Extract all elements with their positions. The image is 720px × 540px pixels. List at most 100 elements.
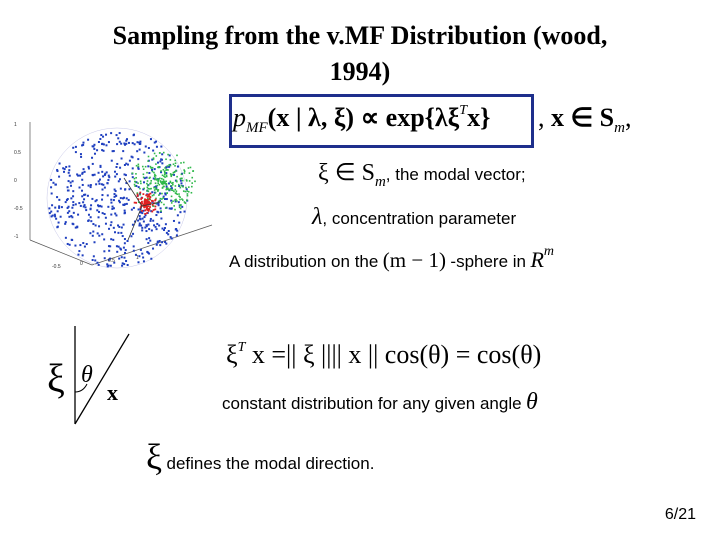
cosine-formula: ξT x =|| ξ |||| x || cos(θ) = cos(θ) [226,340,541,370]
scatter-point [123,163,126,166]
scatter-point [172,163,175,166]
scatter-point [69,181,72,184]
scatter-point [53,213,56,216]
scatter-point [176,214,179,217]
scatter-point [168,154,171,157]
scatter-point [128,180,131,183]
scatter-point [146,212,148,215]
scatter-point [123,173,126,176]
scatter-point [146,186,149,189]
scatter-point [56,210,59,213]
scatter-point [123,209,126,212]
scatter-point [161,153,164,156]
scatter-point [160,201,163,204]
scatter-point [131,167,134,170]
scatter-point [112,207,115,210]
scatter-point [180,177,182,180]
scatter-point [81,189,84,192]
scatter-point [143,216,146,219]
scatter-point [162,168,165,171]
scatter-point [180,162,182,164]
sphere-prefix: A distribution on the [229,252,379,271]
scatter-point [147,223,150,226]
scatter-point [149,182,152,185]
formula-x-close: x} [467,103,491,132]
scatter-point [143,181,146,184]
scatter-point [164,167,166,169]
scatter-point [166,168,168,171]
scatter-point [58,205,61,208]
left-tick-label: 0.5 [14,150,21,156]
scatter-point [144,212,146,215]
scatter-point [148,237,151,240]
scatter-point [140,202,142,205]
scatter-point [109,245,112,248]
scatter-point [153,189,156,191]
scatter-point [165,198,168,201]
scatter-point [68,243,71,246]
scatter-point [118,225,121,228]
scatter-point [155,243,158,246]
scatter-point [123,212,126,215]
scatter-point [146,182,148,185]
scatter-point [153,186,155,189]
scatter-point [145,199,148,202]
scatter-point [156,161,159,164]
scatter-point [176,175,178,178]
scatter-point [148,193,151,196]
sphere-R-m: m [543,244,555,259]
scatter-point [54,215,57,218]
angle-arc [74,383,88,393]
scatter-point [102,183,105,186]
scatter-point [165,188,168,191]
scatter-point [127,141,130,144]
scatter-point [72,201,75,204]
scatter-point [81,254,84,257]
scatter-point [155,185,158,188]
scatter-point [160,177,163,180]
scatter-point [98,210,101,213]
scatter-point [161,198,163,200]
scatter-point [59,215,62,218]
scatter-point [165,169,167,171]
scatter-point [165,166,168,169]
scatter-point [152,200,154,202]
scatter-point [164,207,167,209]
scatter-point [138,222,141,225]
scatter-point [165,185,168,188]
scatter-point [143,151,146,154]
scatter-point [118,201,121,204]
scatter-point [166,165,169,167]
scatter-point [186,180,188,182]
scatter-point [134,185,136,187]
scatter-point [186,190,189,192]
scatter-point [93,147,96,150]
scatter-point [97,180,100,183]
scatter-point [110,198,113,201]
scatter-point [108,176,111,179]
scatter-point [80,155,83,158]
scatter-point [123,238,126,241]
scatter-point [83,204,86,207]
scatter-point [97,216,100,219]
scatter-point [63,168,66,171]
scatter-point [67,205,70,208]
scatter-point [142,193,145,196]
scatter-point [130,155,133,158]
scatter-point [151,166,154,169]
scatter-point [117,245,120,248]
scatter-point [135,201,138,204]
formula-domain: , x ∈ Sm, [538,103,631,137]
scatter-point [180,184,183,187]
scatter-point [68,165,71,168]
scatter-point [170,184,173,187]
scatter-point [163,171,166,174]
scatter-point [175,192,177,195]
scatter-point [68,174,71,177]
modal-direction-line: ξ defines the modal direction. [146,436,374,478]
scatter-point [148,195,151,198]
scatter-point [159,244,162,247]
scatter-point [82,201,85,204]
scatter-point [162,195,165,198]
diagram-theta-label: θ [81,362,93,388]
